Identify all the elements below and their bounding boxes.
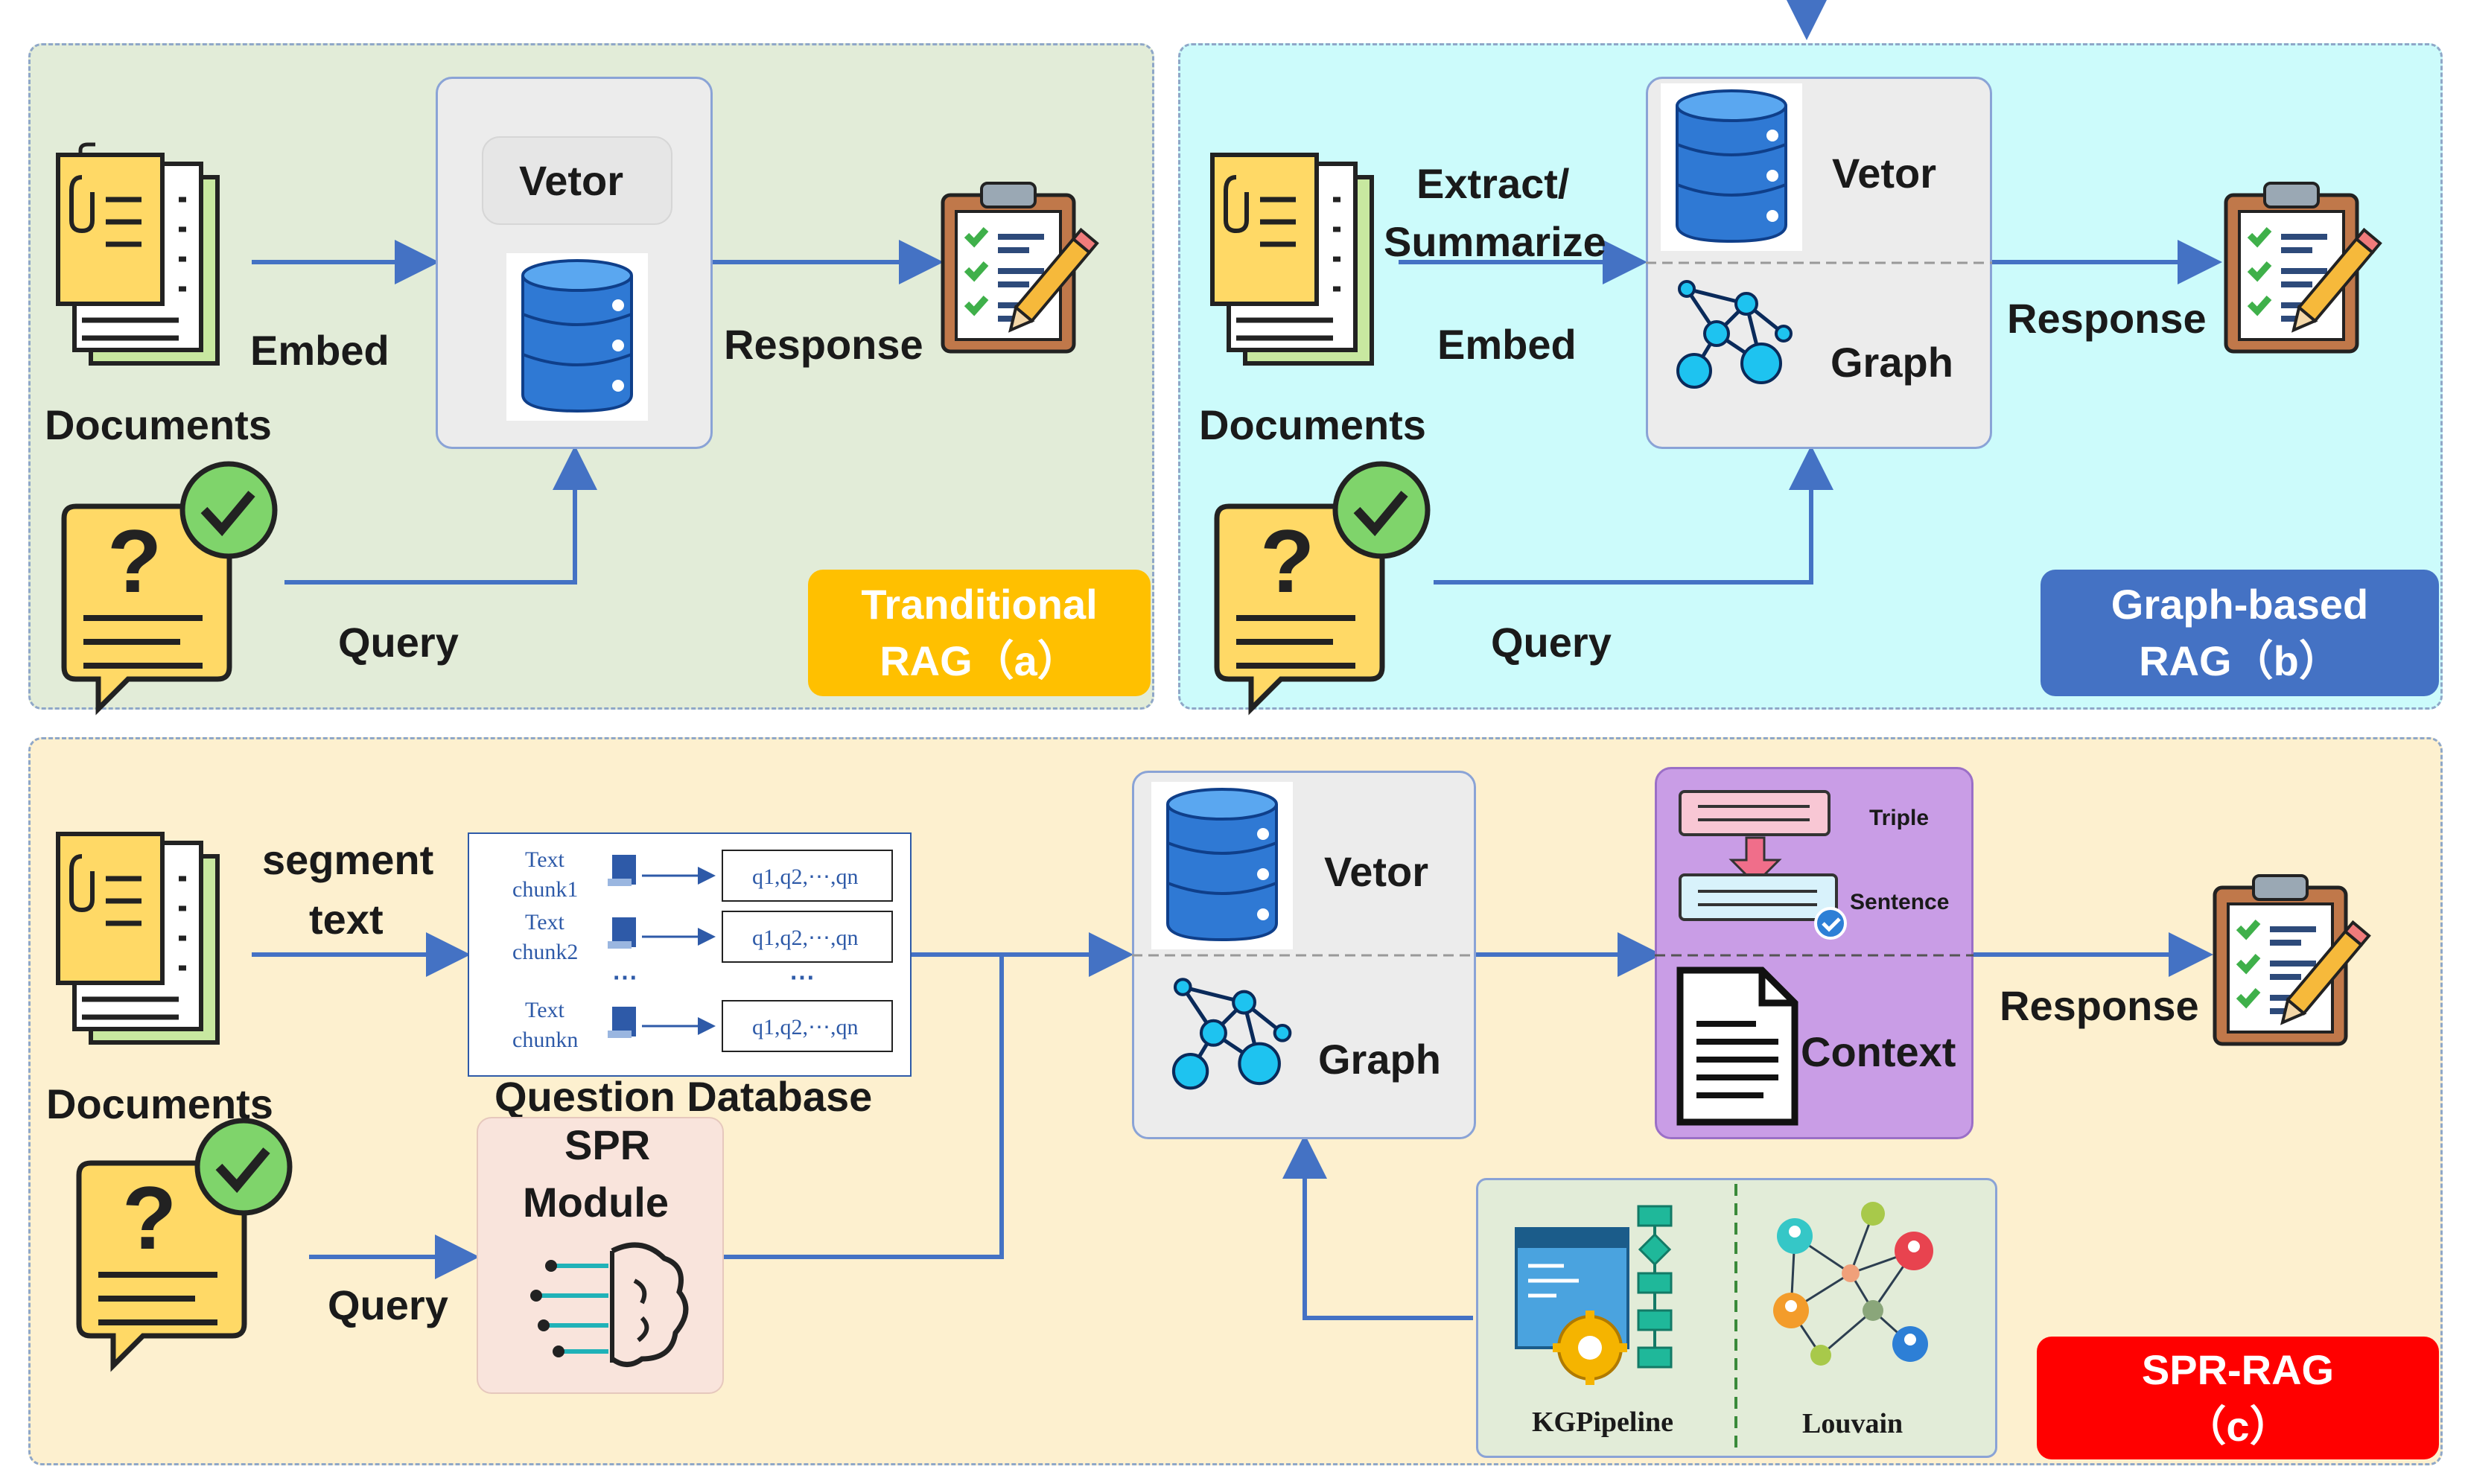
documents-icon-c bbox=[56, 832, 220, 1045]
documents-icon-b bbox=[1210, 153, 1374, 366]
documents-icon bbox=[56, 142, 220, 366]
chunk-ellipsis: ⋯ bbox=[612, 964, 637, 992]
badge-a-line1: Tranditional bbox=[861, 581, 1098, 628]
vector-label-pill-a bbox=[482, 136, 672, 225]
badge-b-line2: RAG（b） bbox=[2139, 637, 2341, 684]
divider-line-b bbox=[1646, 261, 1992, 264]
louvain-label: Louvain bbox=[1802, 1408, 1903, 1439]
vector-label-b: Vetor bbox=[1832, 150, 1937, 197]
response-label-c: Response bbox=[2000, 982, 2199, 1029]
query-icon-c: ? bbox=[76, 1118, 293, 1372]
chunk2-label-top: Text bbox=[525, 910, 564, 934]
svg-text:?: ? bbox=[122, 1168, 176, 1268]
database-icon-c bbox=[1151, 782, 1293, 949]
chunkn-label-bottom: chunkn bbox=[512, 1028, 579, 1052]
badge-a-line2: RAG（a） bbox=[880, 637, 1079, 684]
query-label-b: Query bbox=[1491, 619, 1612, 666]
arrow-kg-to-vector bbox=[1282, 1134, 1473, 1320]
questions-row1: q1,q2,⋯,qn bbox=[752, 864, 859, 889]
questions-ellipsis: ⋯ bbox=[789, 964, 815, 992]
database-icon-b bbox=[1661, 83, 1802, 251]
documents-label-a: Documents bbox=[45, 401, 272, 448]
spr-module-box bbox=[477, 1117, 724, 1394]
triple-label: Triple bbox=[1869, 806, 1930, 830]
context-document-icon bbox=[1676, 966, 1798, 1126]
chunkn-label-top: Text bbox=[525, 998, 564, 1022]
module-label: Module bbox=[523, 1179, 669, 1226]
divider-line-context bbox=[1655, 954, 1973, 957]
response-label-a: Response bbox=[724, 321, 923, 368]
sentence-label: Sentence bbox=[1850, 890, 1950, 914]
spr-label: SPR bbox=[564, 1121, 651, 1168]
graph-label-c: Graph bbox=[1318, 1036, 1441, 1083]
embed-label-b: Embed bbox=[1437, 321, 1577, 368]
badge-b-line1: Graph-based bbox=[2111, 581, 2369, 628]
graph-network-icon-c bbox=[1171, 978, 1292, 1090]
query-icon: ? bbox=[61, 461, 278, 716]
kgpipeline-label: KGPipeline bbox=[1532, 1407, 1673, 1438]
arrow-spr-to-merge bbox=[724, 955, 1004, 1259]
database-icon bbox=[506, 253, 648, 421]
brain-circuit-icon bbox=[530, 1242, 689, 1367]
louvain-community-icon bbox=[1773, 1202, 1933, 1366]
badge-spr-rag: SPR-RAG （c） bbox=[2037, 1337, 2439, 1459]
divider-line-c bbox=[1132, 954, 1476, 957]
clipboard-checklist-icon-b bbox=[2224, 182, 2382, 354]
kgpipeline-icon bbox=[1515, 1205, 1673, 1385]
badge-c-line1: SPR-RAG bbox=[2141, 1346, 2335, 1393]
arrow-query-to-vector-b bbox=[1434, 445, 1833, 585]
chunk1-label-bottom: chunk1 bbox=[512, 877, 579, 902]
context-label: Context bbox=[1801, 1028, 1956, 1075]
text-label: text bbox=[309, 896, 384, 943]
badge-traditional-rag: Tranditional RAG（a） bbox=[808, 570, 1151, 696]
chunk2-label-bottom: chunk2 bbox=[512, 940, 579, 964]
triple-sentence-icon bbox=[1679, 790, 1847, 940]
svg-text:?: ? bbox=[1260, 512, 1314, 611]
vector-label-a: Vetor bbox=[519, 157, 624, 204]
response-label-b: Response bbox=[2007, 295, 2207, 342]
badge-graph-based-rag: Graph-based RAG（b） bbox=[2041, 570, 2439, 696]
badge-c-line2: （c） bbox=[2184, 1402, 2291, 1450]
svg-text:?: ? bbox=[107, 512, 162, 611]
graph-label-b: Graph bbox=[1831, 339, 1953, 386]
questions-row2: q1,q2,⋯,qn bbox=[752, 926, 859, 950]
query-icon-b: ? bbox=[1214, 461, 1431, 716]
chunk-rows-graphics bbox=[608, 850, 893, 1052]
question-database-box bbox=[468, 832, 912, 1077]
embed-label-a: Embed bbox=[250, 327, 389, 374]
vector-label-c: Vetor bbox=[1324, 848, 1429, 895]
query-label-c: Query bbox=[328, 1281, 448, 1328]
query-label-a: Query bbox=[338, 619, 459, 666]
documents-label-b: Documents bbox=[1199, 401, 1426, 448]
chunk1-label-top: Text bbox=[525, 847, 564, 872]
question-database-title: Question Database bbox=[494, 1073, 873, 1120]
arrow-query-to-vector-a bbox=[284, 445, 597, 585]
clipboard-checklist-icon bbox=[941, 182, 1099, 354]
kg-divider bbox=[1734, 1184, 1737, 1452]
graph-network-icon-b bbox=[1676, 280, 1793, 389]
extract-label: Extract/ bbox=[1416, 160, 1570, 207]
clipboard-checklist-icon-c bbox=[2213, 874, 2371, 1046]
summarize-label: Summarize bbox=[1384, 218, 1606, 265]
questions-rown: q1,q2,⋯,qn bbox=[752, 1015, 859, 1039]
segment-label: segment bbox=[262, 836, 434, 883]
